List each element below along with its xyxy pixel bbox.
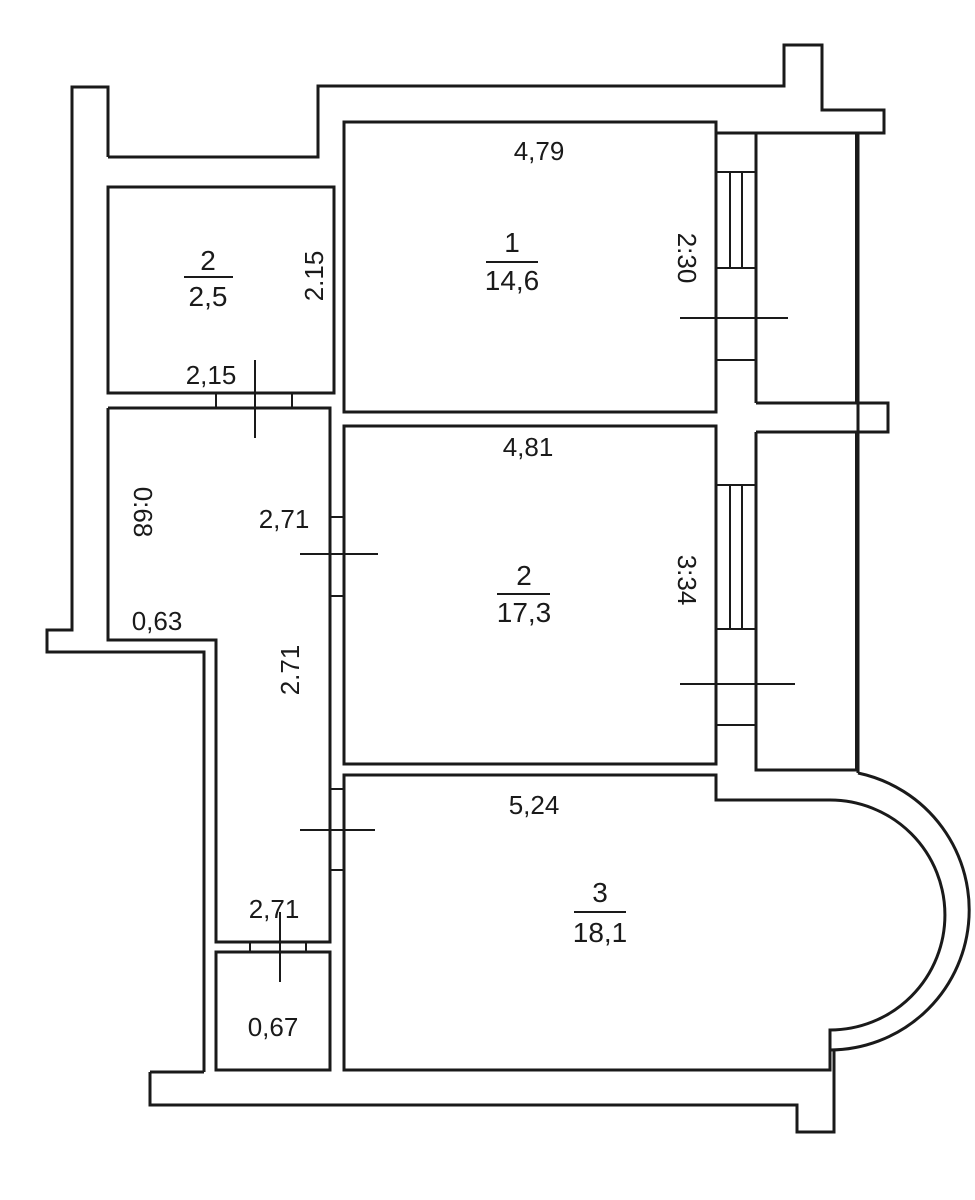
door-bathroom bbox=[249, 912, 307, 982]
room-3-walls bbox=[342, 773, 947, 1072]
door-room-2-corridor bbox=[300, 516, 378, 597]
dim-room1-width: 4,79 bbox=[514, 136, 565, 166]
room-2-small-area: 2,5 bbox=[189, 281, 228, 312]
dim-room1-height: 2:30 bbox=[672, 233, 702, 284]
dim-small-room-height: 2.15 bbox=[299, 251, 329, 302]
room-1-area: 14,6 bbox=[485, 265, 540, 296]
bathroom-walls bbox=[214, 950, 332, 1072]
dim-room3-width: 5,24 bbox=[509, 790, 560, 820]
door-room-2-balcony bbox=[680, 628, 795, 726]
room-2-small-walls bbox=[106, 185, 336, 395]
room-1-number: 1 bbox=[504, 227, 520, 258]
dim-corridor-upper: 2,71 bbox=[259, 504, 310, 534]
dim-corridor-step: 0,63 bbox=[132, 606, 183, 636]
dim-bath-top: 2,71 bbox=[249, 894, 300, 924]
room-2-large-label: 2 17,3 bbox=[497, 560, 552, 628]
window-room-2 bbox=[715, 484, 757, 630]
door-room-3-corridor bbox=[300, 788, 375, 871]
dim-corridor-left: 0:68 bbox=[128, 487, 158, 538]
dim-room2-height: 3:34 bbox=[672, 555, 702, 606]
balcony-upper bbox=[754, 133, 857, 403]
room-2-large-area: 17,3 bbox=[497, 597, 552, 628]
door-room-1-balcony bbox=[680, 267, 788, 361]
dim-corridor-height: 2.71 bbox=[275, 645, 305, 696]
room-3-number: 3 bbox=[592, 877, 608, 908]
room-2-small-number: 2 bbox=[200, 245, 216, 276]
corridor-walls bbox=[106, 406, 332, 944]
room-2-large-number: 2 bbox=[516, 560, 532, 591]
outer-walls bbox=[45, 43, 890, 1134]
dim-bath-area: 0,67 bbox=[248, 1012, 299, 1042]
door-small-room bbox=[215, 360, 293, 438]
dim-room2-width: 4,81 bbox=[503, 432, 554, 462]
dim-small-room-width: 2,15 bbox=[186, 360, 237, 390]
room-2-small-label: 2 2,5 bbox=[184, 245, 233, 312]
room-3-label: 3 18,1 bbox=[573, 877, 628, 948]
room-3-area: 18,1 bbox=[573, 917, 628, 948]
room-1-label: 1 14,6 bbox=[485, 227, 540, 296]
window-room-1 bbox=[715, 171, 757, 269]
